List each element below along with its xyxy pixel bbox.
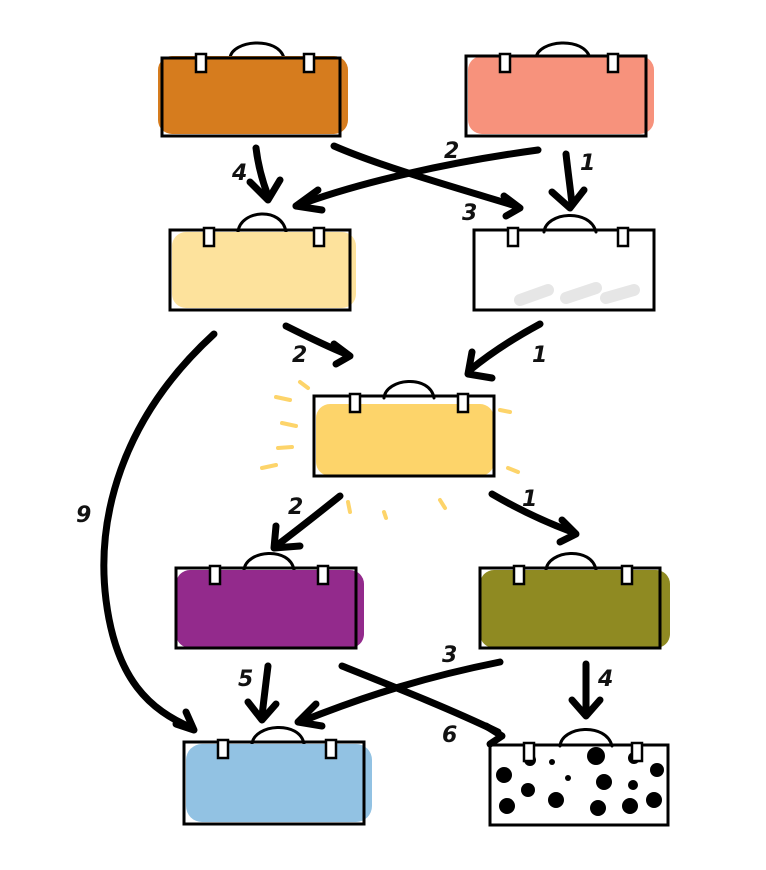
bag-gold-fill <box>316 404 494 476</box>
bag-olive-fill <box>480 570 670 648</box>
label-light-yellow-to-light-blue: 9 <box>76 503 91 528</box>
label-white-to-gold: 1 <box>532 343 547 368</box>
label-gold-to-olive: 1 <box>522 487 537 512</box>
edge-purple-to-light-blue <box>244 662 280 724</box>
bag-light-yellow <box>168 212 356 312</box>
edge-olive-to-light-blue <box>294 658 504 730</box>
edge-purple-to-dotted <box>338 662 506 748</box>
edge-salmon-to-white <box>548 150 588 212</box>
edge-light-yellow-to-light-blue <box>100 330 218 734</box>
label-light-yellow-to-gold: 2 <box>292 343 307 368</box>
label-olive-to-dotted: 4 <box>597 667 613 692</box>
label-purple-to-light-blue: 5 <box>238 667 253 692</box>
bag-orange-fill <box>158 56 348 134</box>
label-orange-to-light-yellow: 4 <box>231 161 247 186</box>
edge-light-yellow-to-gold <box>282 322 354 368</box>
bag-white-fill <box>514 282 640 306</box>
edge-orange-to-white <box>330 142 524 220</box>
bag-light-yellow-fill <box>172 232 356 308</box>
label-gold-to-purple: 2 <box>288 495 303 520</box>
bag-purple-fill <box>176 570 364 648</box>
bag-gold <box>312 380 496 478</box>
glow-rays <box>260 380 520 520</box>
label-orange-to-white: 3 <box>462 201 477 226</box>
label-purple-to-dotted: 6 <box>442 723 457 748</box>
bag-light-blue <box>182 726 372 826</box>
bag-salmon-fill <box>468 56 654 134</box>
edge-orange-to-light-yellow <box>246 144 284 204</box>
bag-salmon <box>464 41 654 138</box>
edge-gold-to-olive <box>488 490 580 546</box>
label-salmon-to-light-yellow: 2 <box>444 139 459 164</box>
label-salmon-to-white: 1 <box>580 151 595 176</box>
bag-dotted <box>488 728 670 827</box>
bag-olive <box>478 552 670 650</box>
label-olive-to-light-blue: 3 <box>442 643 457 668</box>
edge-salmon-to-light-yellow <box>292 146 542 214</box>
bag-white <box>472 214 656 312</box>
edge-white-to-gold <box>464 320 544 382</box>
bag-light-blue-fill <box>186 744 372 822</box>
edge-gold-to-purple <box>270 492 344 552</box>
edge-olive-to-dotted <box>568 660 604 720</box>
bag-orange <box>158 41 348 138</box>
bag-purple <box>174 552 364 650</box>
